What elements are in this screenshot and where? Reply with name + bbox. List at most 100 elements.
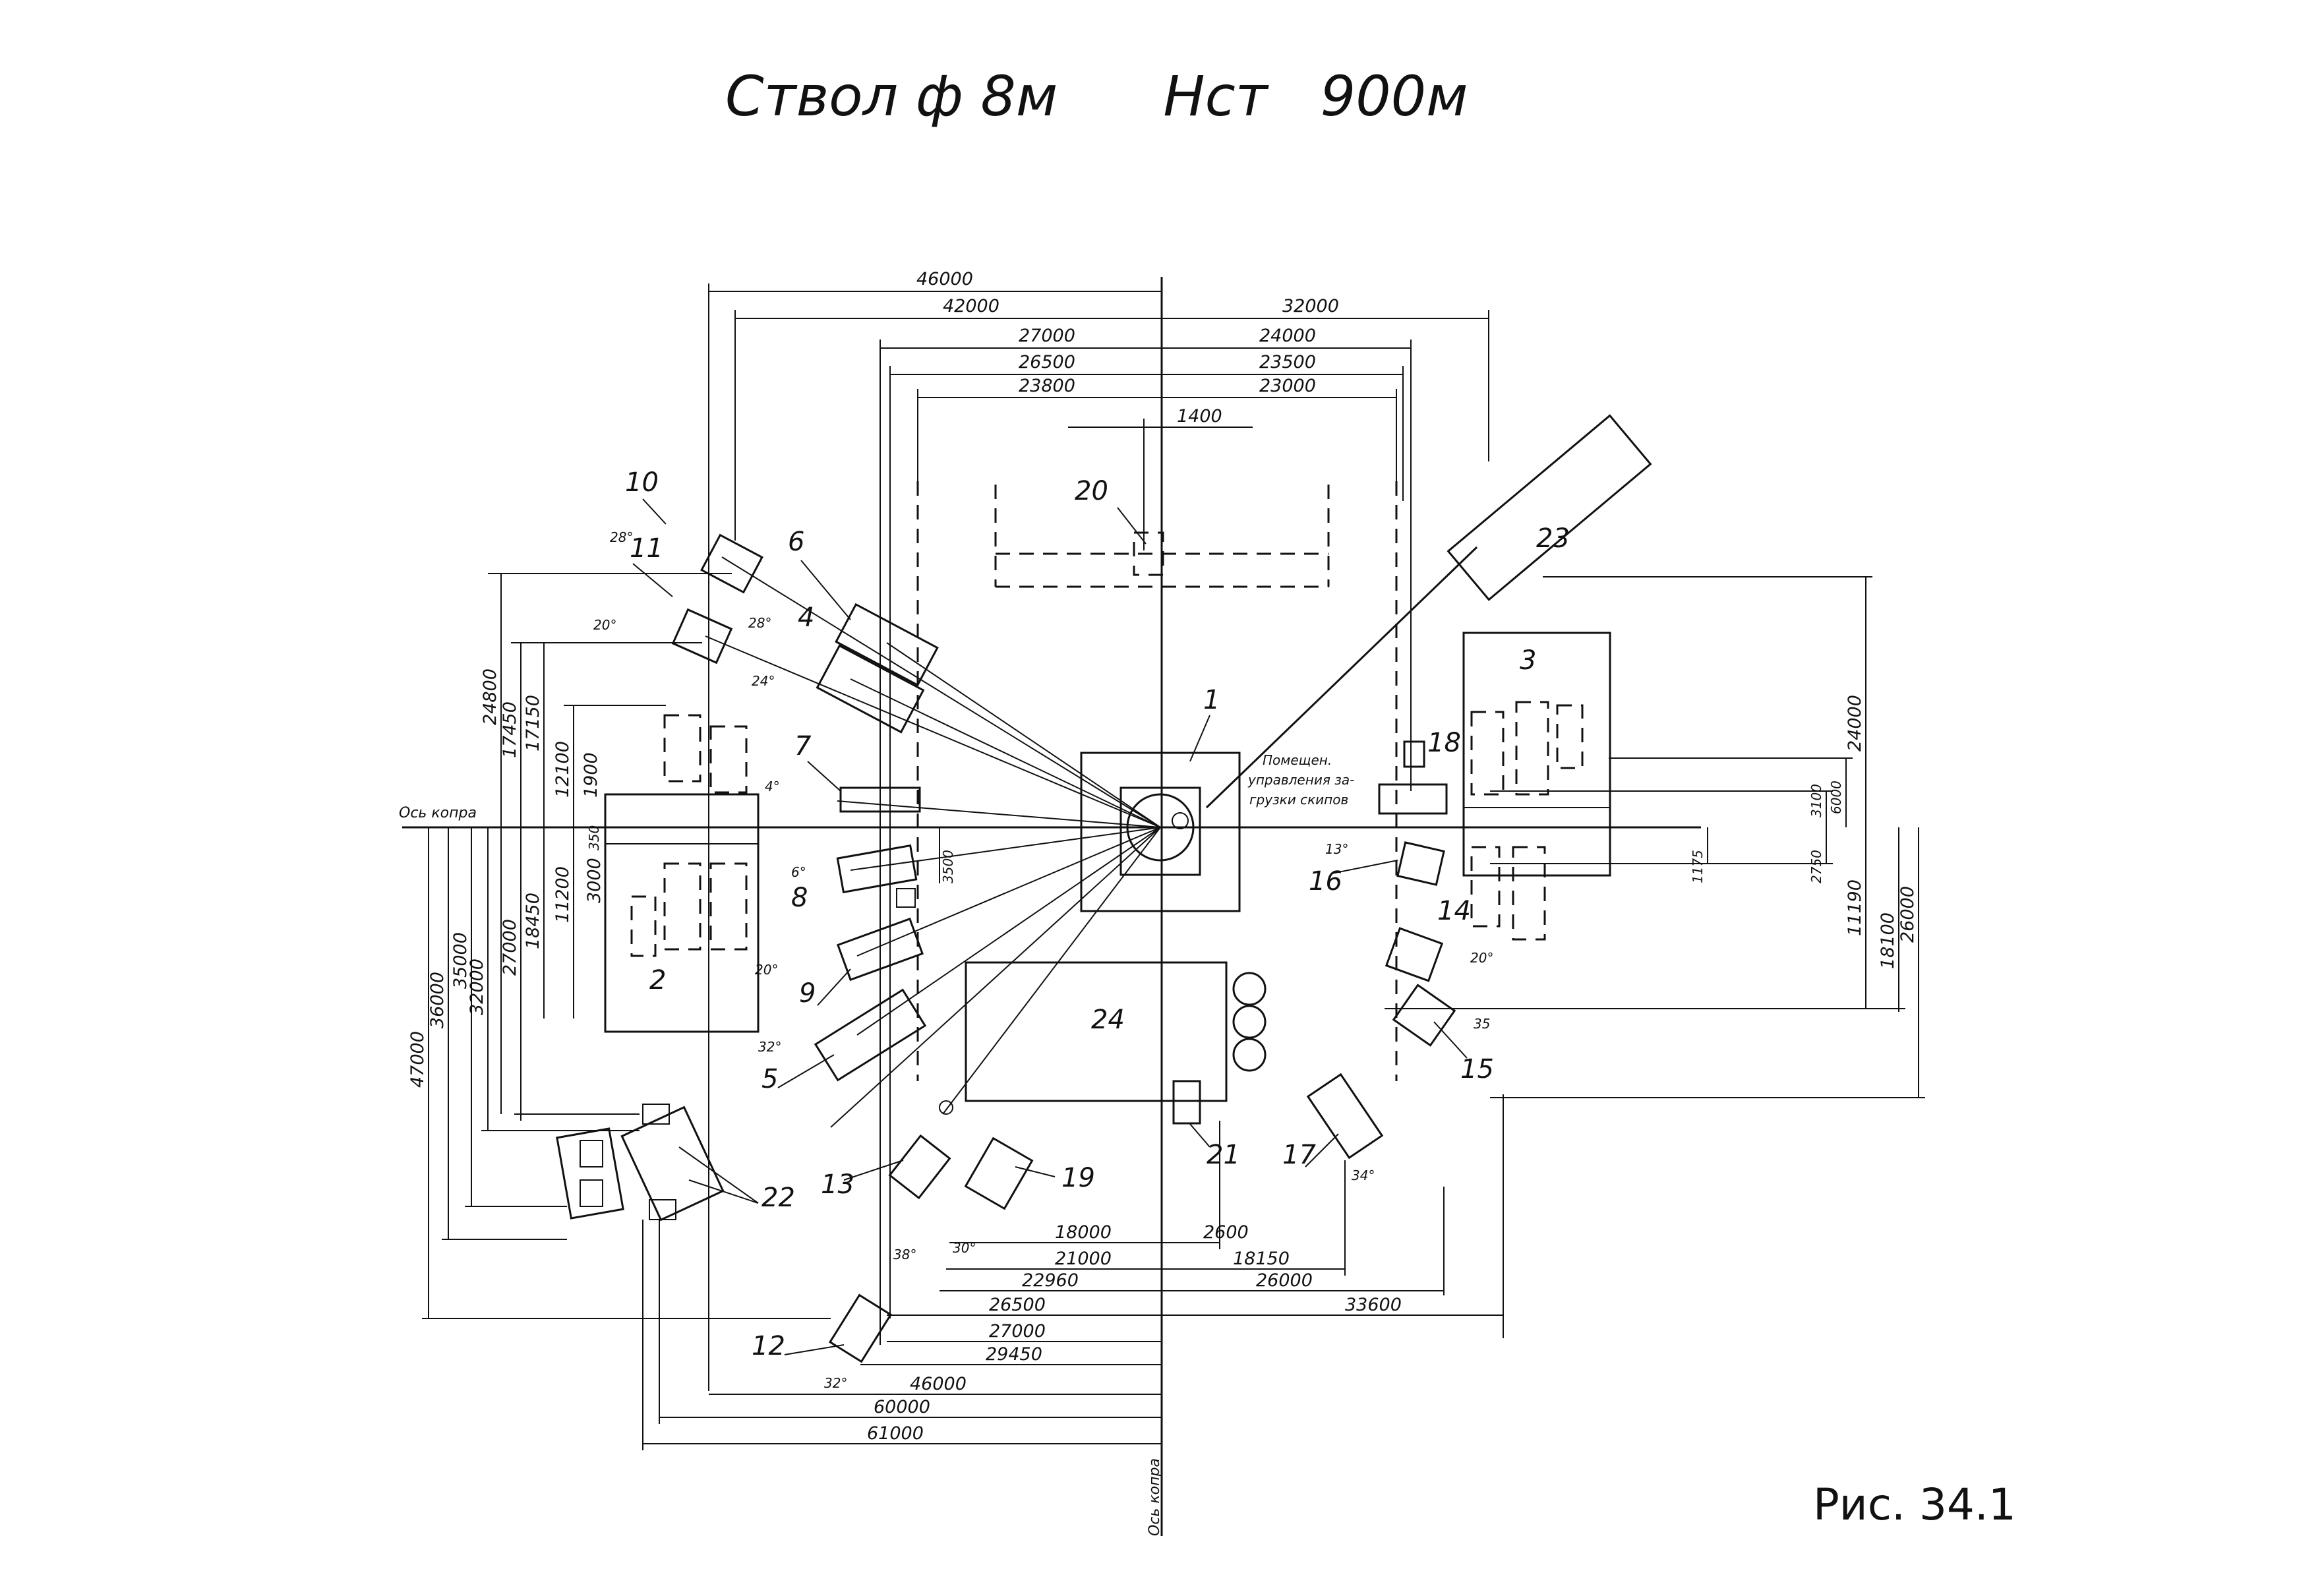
dim-left-7: 11200 — [552, 866, 573, 923]
object-22 — [556, 1104, 725, 1222]
label-19: 19 — [1061, 1163, 1095, 1193]
dim-right-3: 2750 — [1808, 850, 1824, 883]
dim-bottom-10: 46000 — [910, 1374, 967, 1394]
axis-label-horizontal: Ось копра — [399, 805, 477, 821]
angle-3: 24° — [752, 673, 775, 689]
label-15: 15 — [1460, 1054, 1494, 1084]
dim-top-4: 23800 — [1019, 376, 1075, 396]
label-6: 6 — [788, 527, 804, 557]
label-20: 20 — [1075, 476, 1108, 506]
object-21 — [1172, 1080, 1201, 1125]
room-label-1: управления за- — [1247, 772, 1354, 788]
label-3: 3 — [1520, 645, 1536, 676]
object-14 — [1385, 927, 1444, 982]
dim-right-6: 18100 — [1878, 912, 1898, 969]
angle-8: 38° — [893, 1247, 916, 1262]
dim-bottom-8: 27000 — [989, 1321, 1046, 1342]
dim-left-13: 47000 — [407, 1031, 428, 1088]
object-7 — [839, 786, 921, 813]
dim-bottom-9: 29450 — [986, 1344, 1042, 1365]
label-7: 7 — [794, 731, 812, 761]
dim-top-1: 42000 — [943, 296, 999, 316]
room-label-2: грузки скипов — [1249, 792, 1348, 808]
object-23 — [1447, 414, 1652, 601]
dim-right-2: 3100 — [1808, 784, 1824, 817]
dim-left-2: 17150 — [523, 695, 543, 752]
angle-1: 28° — [748, 615, 771, 631]
axis-lines — [402, 277, 1701, 1536]
dim-top-7: 24000 — [1259, 326, 1316, 346]
label-16: 16 — [1309, 866, 1342, 897]
dim-left-9: 27000 — [500, 919, 520, 976]
label-18: 18 — [1427, 728, 1461, 758]
dim-left-1: 17450 — [500, 701, 520, 758]
object-5 — [814, 988, 927, 1082]
object-8 — [836, 844, 918, 908]
dim-right-7: 26000 — [1897, 886, 1918, 943]
dim-left-8: 18450 — [523, 893, 543, 949]
top-dimension-lines — [708, 283, 1489, 1391]
dim-left-11: 35000 — [450, 932, 471, 989]
dim-bottom-11: 60000 — [874, 1397, 930, 1417]
object-12 — [828, 1293, 893, 1363]
object-10 — [700, 533, 763, 594]
angle-2: 20° — [593, 617, 616, 633]
dim-mid-0: 3500 — [940, 850, 956, 883]
object-3 — [1462, 632, 1611, 941]
label-9: 9 — [799, 978, 816, 1009]
label-17: 17 — [1282, 1140, 1316, 1170]
label-10: 10 — [625, 467, 659, 498]
label-13: 13 — [821, 1169, 854, 1200]
label-14: 14 — [1437, 896, 1471, 926]
object-16 — [1396, 841, 1445, 886]
axis-label-vertical: Ось копра — [1147, 1458, 1163, 1536]
label-22: 22 — [761, 1183, 795, 1213]
dim-bottom-4: 22960 — [1022, 1270, 1079, 1291]
angle-7: 32° — [758, 1039, 781, 1055]
dim-left-0: 24800 — [480, 668, 500, 725]
angle-11: 13° — [1325, 841, 1348, 857]
angle-0: 28° — [610, 529, 633, 545]
rope-lines — [705, 546, 1478, 1128]
dim-bottom-6: 26500 — [989, 1295, 1046, 1315]
label-24: 24 — [1091, 1005, 1125, 1035]
dim-left-3: 12100 — [552, 741, 573, 798]
object-24 — [965, 961, 1267, 1102]
dim-left-12: 36000 — [427, 972, 448, 1028]
dim-right-5: 11190 — [1845, 879, 1865, 936]
dim-top-5: 1400 — [1177, 406, 1222, 427]
dim-left-6: 3000 — [584, 858, 605, 903]
object-17 — [1306, 1073, 1384, 1160]
dim-top-8: 23500 — [1259, 352, 1316, 372]
dim-bottom-3: 18150 — [1233, 1249, 1290, 1269]
object-19 — [964, 1137, 1034, 1210]
dim-bottom-1: 2600 — [1203, 1222, 1249, 1243]
label-8: 8 — [791, 883, 808, 913]
object-2 — [604, 714, 760, 1033]
dim-top-6: 32000 — [1282, 296, 1339, 316]
label-12: 12 — [752, 1331, 785, 1361]
object-9 — [836, 917, 924, 982]
dim-right-0: 24000 — [1845, 695, 1865, 752]
dim-right-4: 1175 — [1690, 850, 1706, 883]
label-2: 2 — [649, 965, 666, 995]
label-1: 1 — [1203, 685, 1220, 715]
angle-4: 4° — [765, 779, 780, 794]
dim-left-5: 350 — [586, 825, 602, 850]
dim-top-3: 26500 — [1019, 352, 1075, 372]
object-20-frame — [916, 419, 1398, 1081]
object-1-shaft — [1080, 752, 1241, 912]
dim-left-10: 32000 — [467, 959, 487, 1015]
dim-bottom-5: 26000 — [1256, 1270, 1313, 1291]
object-11 — [671, 608, 733, 665]
label-11: 11 — [630, 533, 663, 564]
label-5: 5 — [761, 1064, 778, 1094]
dim-bottom-0: 18000 — [1055, 1222, 1112, 1243]
label-23: 23 — [1536, 523, 1570, 554]
object-6 — [835, 603, 939, 687]
label-4: 4 — [798, 603, 814, 633]
dim-top-0: 46000 — [916, 269, 973, 289]
angle-6: 20° — [755, 962, 778, 978]
dim-top-2: 27000 — [1019, 326, 1075, 346]
